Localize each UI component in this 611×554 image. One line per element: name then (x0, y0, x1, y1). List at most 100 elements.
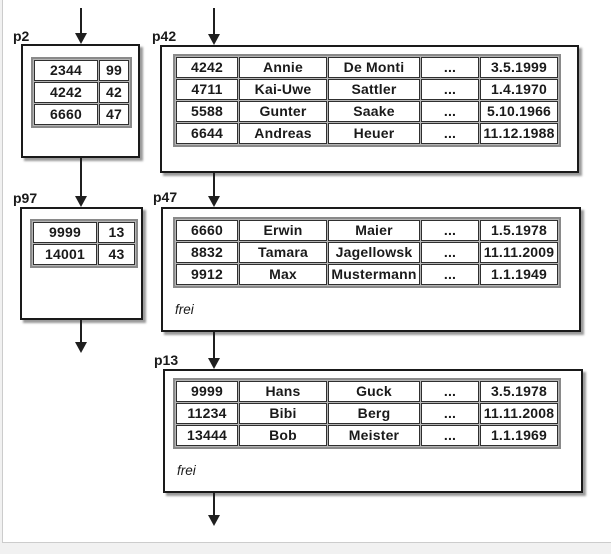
table-cell: ... (421, 242, 479, 263)
table-cell: 9999 (33, 222, 97, 243)
table-cell: Maier (328, 220, 420, 241)
table-cell: ... (421, 425, 479, 446)
table-cell: Max (239, 264, 327, 285)
arrow-line (213, 173, 215, 198)
table-cell: Erwin (239, 220, 327, 241)
table-cell: ... (421, 220, 479, 241)
table-cell: 1.5.1978 (480, 220, 558, 241)
table-cell: 42 (99, 82, 129, 103)
table-cell: 5588 (176, 101, 238, 122)
table-cell: Sattler (328, 79, 420, 100)
table-cell: 4242 (34, 82, 98, 103)
table-cell: 5.10.1966 (480, 101, 558, 122)
arrow-p13-down (208, 493, 220, 526)
table-cell: ... (421, 264, 479, 285)
table-cell: 2344 (34, 60, 98, 81)
arrow-line (80, 320, 82, 344)
arrow-head-icon (208, 515, 220, 526)
table-cell: 6660 (176, 220, 238, 241)
table-cell: Jagellowsk (328, 242, 420, 263)
table-cell: 11234 (176, 403, 238, 424)
table-cell: 14001 (33, 244, 97, 265)
arrow-head-icon (208, 358, 220, 369)
arrow-head-icon (208, 196, 220, 207)
free-space-label-p47: frei (175, 302, 194, 317)
table-cell: Meister (328, 425, 420, 446)
page-label-p47: p47 (153, 189, 178, 205)
table-cell: 13 (98, 222, 135, 243)
table-cell: 11.11.2008 (480, 403, 558, 424)
table-cell: ... (421, 101, 479, 122)
table-cell: ... (421, 79, 479, 100)
table-cell: Hans (239, 381, 327, 402)
table-cell: Mustermann (328, 264, 420, 285)
table-cell: 11.11.2009 (480, 242, 558, 263)
table-cell: Annie (239, 57, 327, 78)
table-cell: De Monti (328, 57, 420, 78)
arrow-line (213, 493, 215, 517)
arrow-into-p2 (75, 8, 87, 44)
table-cell: 3.5.1978 (480, 381, 558, 402)
table-cell: Heuer (328, 123, 420, 144)
arrow-line (80, 158, 82, 198)
arrow-p2-to-p97 (75, 158, 87, 207)
table-cell: 99 (99, 60, 129, 81)
arrow-line (213, 8, 215, 36)
table-cell: Kai-Uwe (239, 79, 327, 100)
table-cell: Gunter (239, 101, 327, 122)
table-cell: Bob (239, 425, 327, 446)
table-cell: 4711 (176, 79, 238, 100)
table-cell: 11.12.1988 (480, 123, 558, 144)
arrow-head-icon (75, 342, 87, 353)
table-cell: 4242 (176, 57, 238, 78)
table-cell: Tamara (239, 242, 327, 263)
arrow-head-icon (75, 33, 87, 44)
arrow-into-p42 (208, 8, 220, 45)
table-cell: 8832 (176, 242, 238, 263)
table-cell: Berg (328, 403, 420, 424)
table-cell: ... (421, 57, 479, 78)
page-label-p42: p42 (152, 28, 177, 44)
table-cell: 3.5.1999 (480, 57, 558, 78)
table-cell: ... (421, 123, 479, 144)
arrow-line (213, 332, 215, 360)
page-label-p97: p97 (13, 190, 38, 206)
arrow-p42-to-p47 (208, 173, 220, 207)
table-cell: ... (421, 381, 479, 402)
table-cell: 9912 (176, 264, 238, 285)
arrow-p47-to-p13 (208, 332, 220, 369)
table-cell: 1.1.1949 (480, 264, 558, 285)
table-cell: ... (421, 403, 479, 424)
table-cell: Saake (328, 101, 420, 122)
page-label-p13: p13 (154, 352, 179, 368)
arrow-head-icon (75, 196, 87, 207)
table-cell: 9999 (176, 381, 238, 402)
table-cell: Bibi (239, 403, 327, 424)
free-space-label-p13: frei (177, 463, 196, 478)
table-cell: Andreas (239, 123, 327, 144)
table-cell: 13444 (176, 425, 238, 446)
page-label-p2: p2 (13, 28, 30, 44)
